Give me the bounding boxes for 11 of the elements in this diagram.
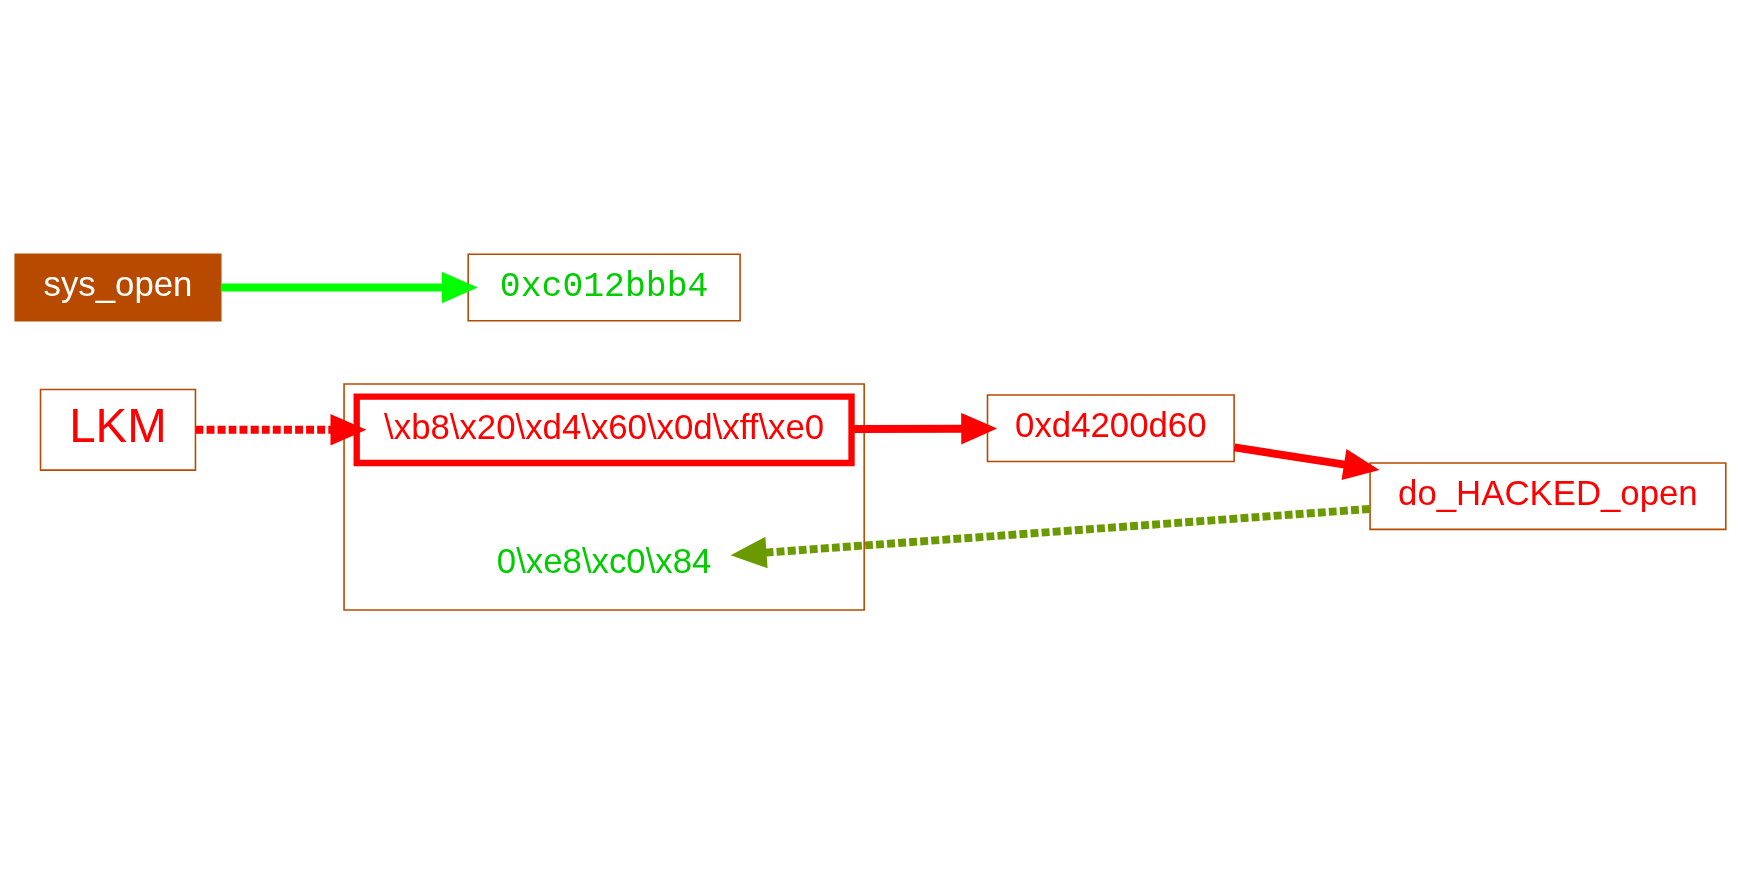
node-box: \xb8\x20\xd4\x60\x0d\xff\xe0: [353, 393, 855, 467]
node-box: 0xd4200d60: [986, 394, 1235, 463]
arrow: [851, 412, 998, 445]
arrow: [220, 271, 478, 304]
node-box: LKM: [39, 388, 197, 471]
arrow: [1233, 443, 1380, 481]
node-box: 0xc012bbb4: [467, 253, 741, 322]
node-box: sys_open: [14, 253, 222, 322]
cluster: [343, 383, 865, 611]
node-text: 0\xe8\xc0\x84: [496, 542, 712, 581]
node-box: do_HACKED_open: [1369, 462, 1727, 531]
